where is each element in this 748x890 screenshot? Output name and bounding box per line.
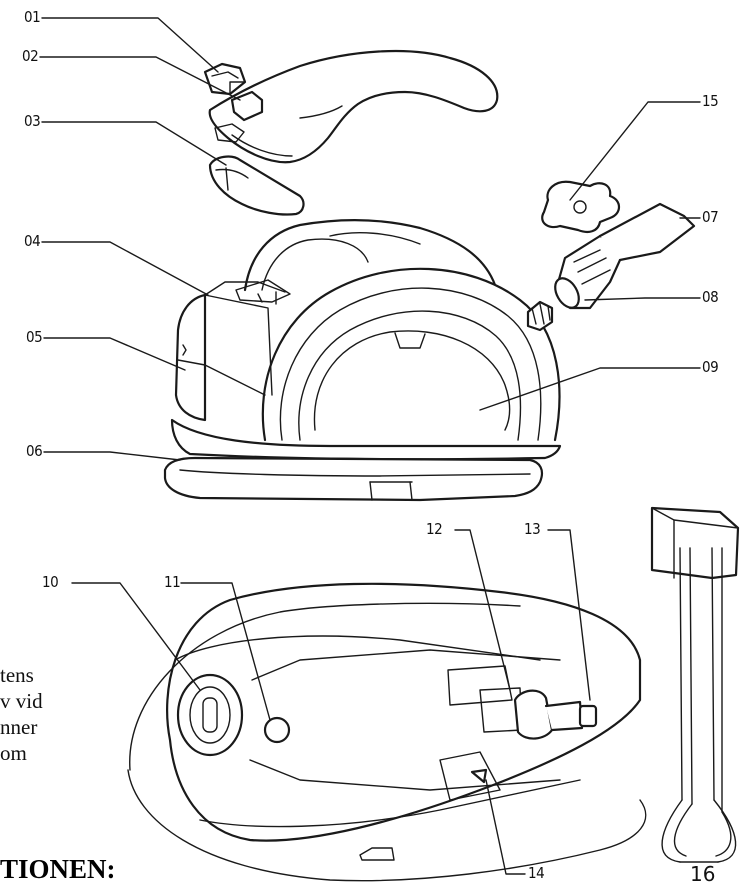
label-08: 08 — [702, 288, 719, 306]
label-10: 10 — [42, 573, 59, 591]
handle-part — [208, 49, 499, 164]
trigger-part — [208, 155, 305, 216]
label-07: 07 — [702, 208, 719, 226]
leader-lines — [39, 17, 701, 875]
label-13: 13 — [524, 520, 541, 538]
side-text-line-1: tens — [0, 663, 34, 687]
soleplate-part — [163, 456, 544, 502]
side-text-line-4: om — [0, 741, 27, 765]
label-02: 02 — [22, 47, 39, 65]
nipple-part — [526, 300, 554, 332]
label-12: 12 — [426, 520, 443, 538]
label-04: 04 — [24, 232, 41, 250]
clip-part — [541, 180, 621, 233]
stand-part — [650, 506, 740, 863]
label-16: 16 — [690, 862, 716, 886]
label-03: 03 — [24, 112, 41, 130]
label-05: 05 — [26, 328, 43, 346]
side-text-line-3: nner — [0, 715, 38, 739]
label-01: 01 — [24, 8, 41, 26]
label-11: 11 — [164, 573, 181, 591]
section-heading: TIONEN: — [0, 854, 116, 884]
bottom-view — [127, 582, 647, 882]
body-part — [170, 219, 562, 461]
label-15: 15 — [702, 92, 719, 110]
side-text-line-2: v vid — [0, 689, 43, 713]
hose-connector-part — [554, 202, 696, 310]
button-part — [203, 62, 247, 96]
label-14: 14 — [528, 864, 545, 882]
label-09: 09 — [702, 358, 719, 376]
label-06: 06 — [26, 442, 43, 460]
